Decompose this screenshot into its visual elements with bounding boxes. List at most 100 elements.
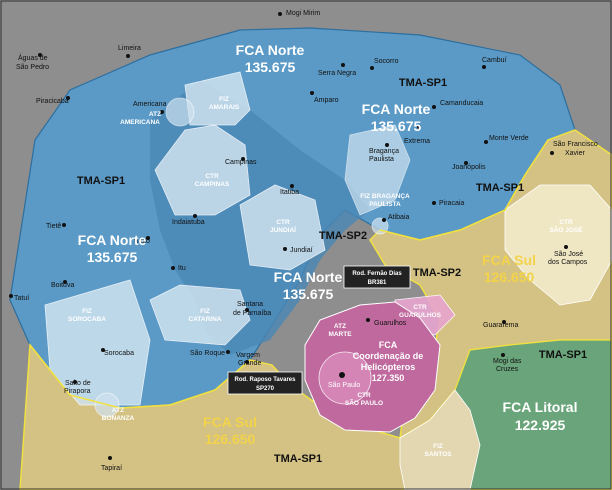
city-itatiba: Itatiba <box>280 189 299 196</box>
road-fernao-l1: Rod. Fernão Dias <box>352 271 402 277</box>
atz-bonanza-label-2: BONANZA <box>102 415 135 422</box>
city-jundiai: Jundiaí <box>290 247 313 254</box>
tma-boundary-west <box>29 344 251 409</box>
tma-sp1-s: TMA-SP1 <box>274 453 322 465</box>
atz-marte-label-2: MARTE <box>328 331 352 338</box>
fca-norte-2-freq: 135.675 <box>371 118 422 134</box>
fca-norte-2-name: FCA Norte <box>362 101 431 117</box>
city-sjc-1: São José <box>554 251 583 258</box>
city-mogi-cruzes-1: Mogi das <box>493 358 522 365</box>
tma-sp2-e: TMA-SP2 <box>413 267 461 279</box>
city-mogi-mirim: Mogi Mirim <box>286 10 320 17</box>
city-sao-roque: São Roque <box>190 350 225 357</box>
fca-coord-freq: 127.350 <box>372 373 405 383</box>
city-tiete: Tietê <box>46 223 61 230</box>
city-sfx-1: São Francisco <box>553 141 598 148</box>
fiz-santos-label-1: FIZ <box>433 443 443 450</box>
fiz-amarais-label-1: FIZ <box>219 96 229 103</box>
fca-norte-1-freq: 135.675 <box>245 59 296 75</box>
city-monte-verde: Monte Verde <box>489 135 529 142</box>
ctr-campinas-zone <box>154 124 251 216</box>
fca-norte-1-name: FCA Norte <box>236 42 305 58</box>
fca-coord-l3: Helicópteros <box>361 362 416 372</box>
city-joanopolis: Joanópolis <box>452 164 486 171</box>
fca-sul-1-name: FCA Sul <box>482 252 536 268</box>
tma-boundary-east <box>379 139 549 241</box>
zone-labels: ATZ AMERICANA FIZ AMARAIS CTR CAMPINAS C… <box>68 96 583 458</box>
fiz-santos-zone <box>399 389 481 490</box>
ctr-saopaulo-label-2: SÃO PAULO <box>345 398 383 407</box>
fca-norte-4-freq: 135.675 <box>283 286 334 302</box>
city-guararema: Guararema <box>483 322 519 329</box>
road-raposo-tavares-box: Rod. Raposo Tavares SP270 <box>227 371 303 395</box>
fiz-braganca-zone <box>344 124 411 216</box>
city-santana-2: de Parnaíba <box>233 310 271 317</box>
fiz-braganca-label-2: PAULISTA <box>369 201 401 208</box>
road-fernao-l2: BR381 <box>368 280 387 286</box>
atz-americana-label-2: AMERICANA <box>120 119 160 126</box>
fca-sul-2-freq: 126.650 <box>205 431 256 447</box>
atz-bonanza-label-1: ATZ <box>112 407 124 414</box>
city-guarulhos: Guarulhos <box>374 320 407 327</box>
city-tatui: Tatuí <box>14 295 29 302</box>
city-camanducaia: Camanducaia <box>440 100 483 107</box>
city-aguas-2: São Pedro <box>16 64 49 71</box>
city-sfx-2: Xavier <box>565 150 586 157</box>
city-serra-negra: Serra Negra <box>318 70 356 77</box>
ctr-campinas-label-2: CAMPINAS <box>195 181 230 188</box>
road-fernao-dias-box: Rod. Fernão Dias BR381 <box>343 265 411 289</box>
fca-labels: FCA Norte 135.675 FCA Norte 135.675 FCA … <box>78 42 578 447</box>
fiz-amarais-label-2: AMARAIS <box>209 104 240 111</box>
city-salto-pirapora-2: Pirapora <box>64 388 91 395</box>
city-sjc-2: dos Campos <box>548 259 588 266</box>
city-labels: Mogi Mirim Águas de São Pedro Limeira So… <box>14 10 598 472</box>
city-vargem-2: Grande <box>238 360 261 367</box>
fca-litoral-freq: 122.925 <box>515 417 566 433</box>
ctr-guarulhos-label-1: CTR <box>413 304 427 311</box>
fca-norte-4-name: FCA Norte <box>274 269 343 285</box>
city-cambui: Cambuí <box>482 57 507 64</box>
fca-norte-3-freq: 135.675 <box>87 249 138 265</box>
city-itu: Itu <box>178 265 186 272</box>
tma-sp1-ne: TMA-SP1 <box>399 77 447 89</box>
tma-sp1-w: TMA-SP1 <box>77 175 125 187</box>
fiz-catarina-zone <box>149 284 251 346</box>
ctr-sjc-label-2: SÃO JOSÉ <box>549 225 583 234</box>
city-salto: Salto <box>134 238 150 245</box>
city-sao-paulo: São Paulo <box>328 382 360 389</box>
ctr-campinas-label-1: CTR <box>205 173 219 180</box>
city-tapirai: Tapiraí <box>101 465 122 472</box>
fiz-sorocaba-label-1: FIZ <box>82 308 92 315</box>
ctr-saopaulo-label-1: CTR <box>357 392 371 399</box>
city-indaiatuba: Indaiatuba <box>172 219 205 226</box>
city-sorocaba: Sorocaba <box>104 350 134 357</box>
ctr-sjc-label-1: CTR <box>559 219 573 226</box>
ctr-jundiai-label-1: CTR <box>276 219 290 226</box>
ctr-sao-jose-zone <box>504 184 612 306</box>
city-mogi-cruzes-2: Cruzes <box>496 366 519 373</box>
city-santana-1: Santana <box>237 301 263 308</box>
atz-marte-label-1: ATZ <box>334 323 346 330</box>
fiz-catarina-label-2: CATARINA <box>189 316 222 323</box>
city-boituva: Boituva <box>51 282 74 289</box>
city-amparo: Amparo <box>314 97 339 104</box>
city-campinas: Campinas <box>225 159 257 166</box>
city-piracicaba: Piracicaba <box>36 98 69 105</box>
city-aguas-1: Águas de <box>18 53 48 62</box>
ctr-jundiai-zone <box>239 184 326 271</box>
fca-coord-l2: Coordenação de <box>353 351 424 361</box>
city-socorro: Socorro <box>374 58 399 65</box>
tma-sp1-e: TMA-SP1 <box>476 182 524 194</box>
city-extrema: Extrema <box>404 138 430 145</box>
ctr-guarulhos-label-2: GUARULHOS <box>399 312 442 319</box>
tma-labels: TMA-SP1 TMA-SP1 TMA-SP1 TMA-SP2 TMA-SP2 … <box>77 77 587 465</box>
tma-sp1-se: TMA-SP1 <box>539 349 587 361</box>
road-raposo-l2: SP270 <box>256 386 275 392</box>
fca-coord-l1: FCA <box>379 340 398 350</box>
fiz-sorocaba-label-2: SOROCABA <box>68 316 106 323</box>
city-braganca-2: Paulista <box>369 156 394 163</box>
fiz-catarina-label-1: FIZ <box>200 308 210 315</box>
city-piracaia: Piracaia <box>439 200 464 207</box>
